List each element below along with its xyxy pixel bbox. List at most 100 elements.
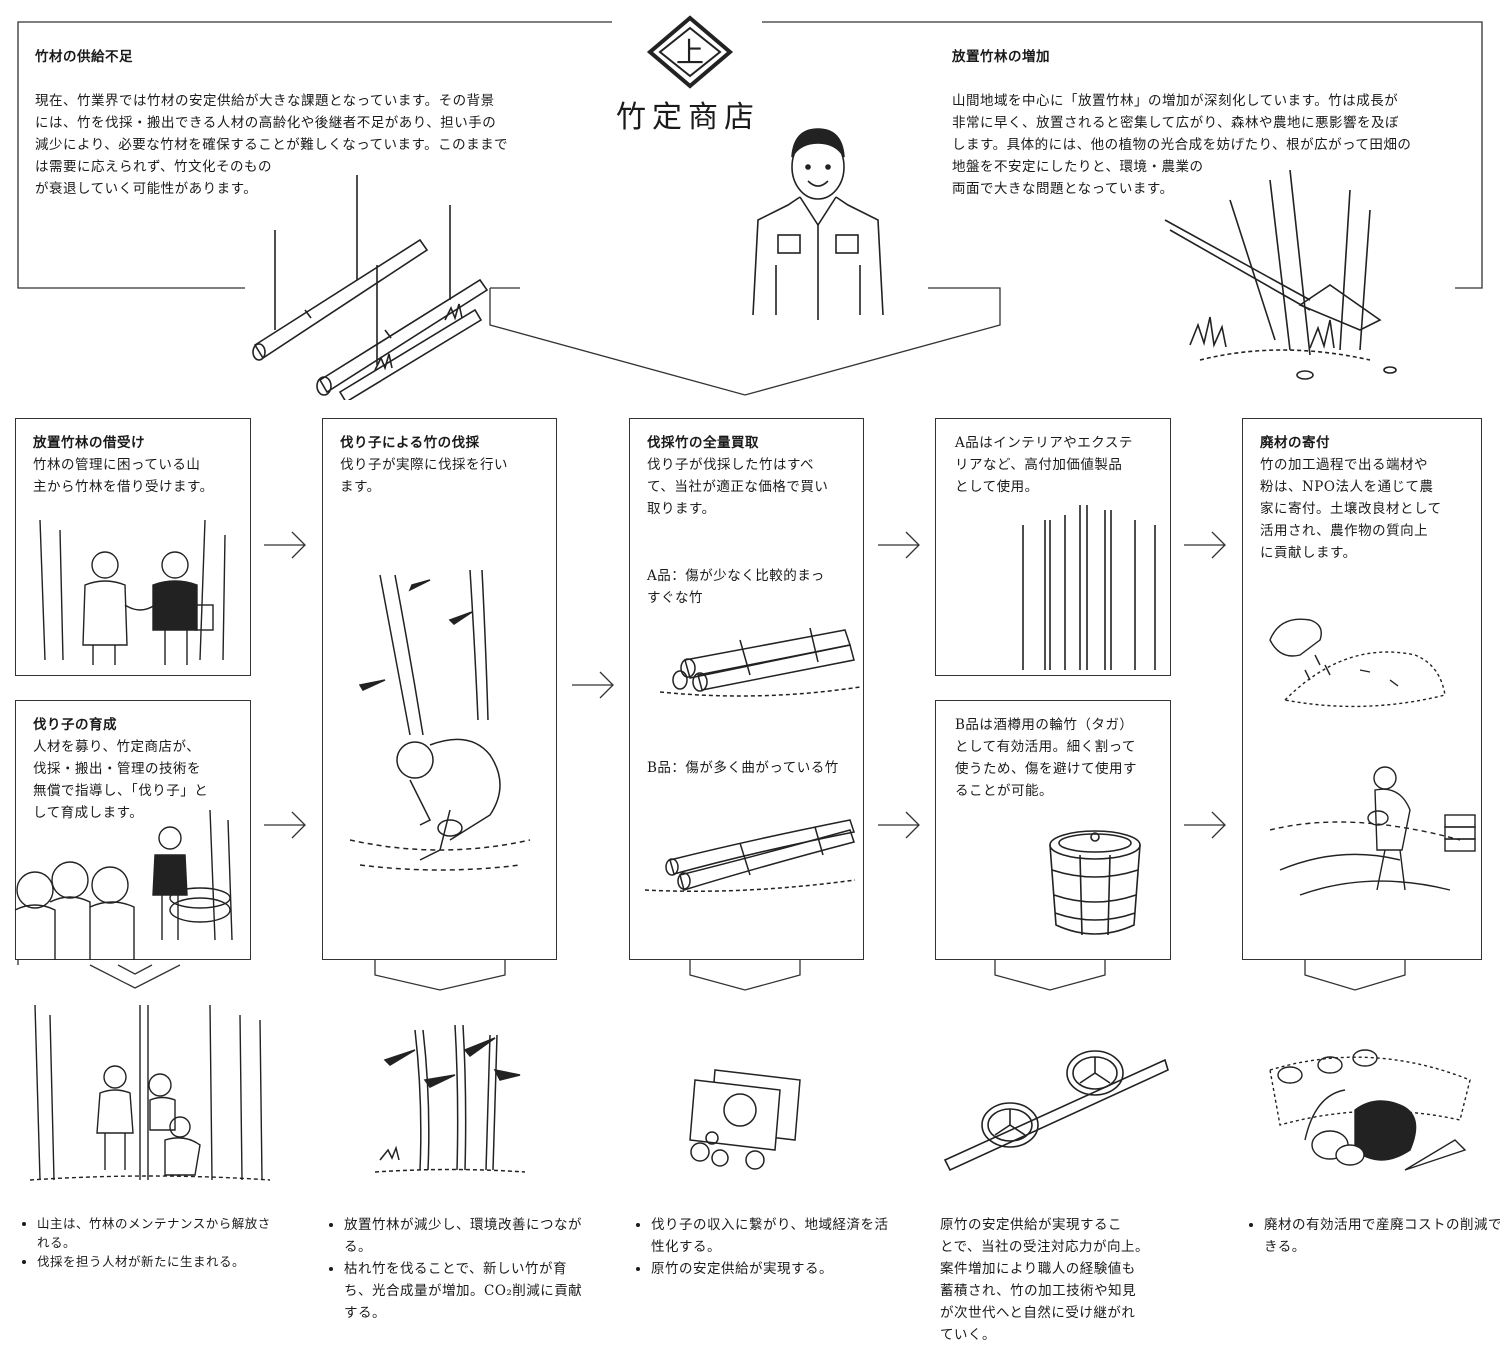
col5-line-2: 粉は、NPO法人を通じて農 bbox=[1260, 479, 1434, 495]
col4-boxB-text: B品は酒樽用の輪竹（タガ） として有効活用。細く割って 使うため、傷を避けて使用… bbox=[955, 714, 1170, 802]
col5-down-arrow bbox=[1304, 960, 1406, 991]
sawdust-hand-illustration bbox=[1260, 610, 1460, 720]
col3-gradeA-line-1: A品：傷が少なく比較的まっ bbox=[647, 568, 825, 584]
col5-title: 廃材の寄付 bbox=[1260, 435, 1330, 451]
col5-line-5: に貢献します。 bbox=[1260, 545, 1357, 561]
col1-outcomes: 山主は、竹林のメンテナンスから解放される。 伐採を担う人材が新たに生まれる。 bbox=[15, 1214, 277, 1271]
top-right-line-2: 非常に早く、放置されると密集して広がり、森林や農地に悪影響を及ぼ bbox=[952, 115, 1400, 131]
new-bamboo-growth-illustration bbox=[375, 1020, 525, 1180]
shop-owner-illustration bbox=[748, 125, 898, 325]
col1-box2-line-4: して育成します。 bbox=[33, 805, 144, 821]
col3-outcome-2: 原竹の安定供給が実現する。 bbox=[651, 1258, 894, 1280]
col4-boxA bbox=[935, 418, 1171, 676]
col1-outcome-2: 伐採を担う人材が新たに生まれる。 bbox=[37, 1252, 277, 1271]
top-right-text: 放置竹林の増加 山間地域を中心に「放置竹林」の増加が深刻化しています。竹は成長が… bbox=[952, 46, 1472, 200]
col1-outcome-1: 山主は、竹林のメンテナンスから解放される。 bbox=[37, 1214, 277, 1252]
col3-line-2: て、当社が適正な価格で買い bbox=[647, 479, 829, 495]
col5-outcomes: 廃材の有効活用で産廃コストの削減できる。 bbox=[1242, 1214, 1500, 1258]
arrow-right-icon bbox=[264, 531, 1226, 839]
col1-box2-line-3: 無償で指導し、「伐り子」と bbox=[33, 783, 209, 799]
col4-outcome-line-1: 原竹の安定供給が実現するこ bbox=[940, 1217, 1122, 1233]
col1-box1-text: 放置竹林の借受け 竹林の管理に困っている山 主から竹林を借り受けます。 bbox=[33, 432, 248, 498]
col4-boxA-line-3: として使用。 bbox=[955, 479, 1039, 495]
col1-box2-text: 伐り子の育成 人材を募り、竹定商店が、 伐採・搬出・管理の技術を 無償で指導し、… bbox=[33, 714, 248, 824]
col3-line-1: 伐り子が伐採した竹はすべ bbox=[647, 457, 815, 473]
top-left-line-3: 減少により、必要な竹材を確保することが難しくなっています。このままで bbox=[35, 137, 509, 153]
farmer-sowing-illustration bbox=[1260, 760, 1480, 910]
col3-outcomes: 伐り子の収入に繋がり、地域経済を活性化する。 原竹の安定供給が実現する。 bbox=[629, 1214, 894, 1280]
top-left-line-2: には、竹を伐採・搬出できる人材の高齢化や後継者不足があり、担い手の bbox=[35, 115, 497, 131]
col4-outcome-line-4: 蓄積され、竹の加工技術や知見 bbox=[940, 1283, 1137, 1299]
col3-outcome-1: 伐り子の収入に繋がり、地域経済を活性化する。 bbox=[651, 1214, 894, 1258]
curved-bamboo-bundle-illustration bbox=[640, 805, 860, 895]
top-right-line-1: 山間地域を中心に「放置竹林」の増加が深刻化しています。竹は成長が bbox=[952, 93, 1399, 109]
col3-title: 伐採竹の全量買取 bbox=[647, 435, 759, 451]
money-illustration bbox=[680, 1060, 810, 1170]
col5-line-3: 家に寄付。土壌改良材として bbox=[1260, 501, 1442, 517]
col1-box2-line-2: 伐採・搬出・管理の技術を bbox=[33, 761, 201, 777]
logo-mark: 上 bbox=[646, 15, 734, 89]
col4-boxB-line-1: B品は酒樽用の輪竹（タガ） bbox=[955, 717, 1134, 733]
col2-box bbox=[322, 418, 557, 960]
col1-box2-line-1: 人材を募り、竹定商店が、 bbox=[33, 739, 201, 755]
bamboo-poles-illustration bbox=[1015, 505, 1165, 675]
col1-box1-line-2: 主から竹林を借り受けます。 bbox=[33, 479, 214, 495]
top-left-line-4: は需要に応えられず、竹文化そのもの bbox=[35, 159, 273, 175]
col3-gradeA: A品：傷が少なく比較的まっ すぐな竹 bbox=[647, 565, 862, 609]
col4-outcome: 原竹の安定供給が実現するこ とで、当社の受注対応力が向上。 案件増加により職人の… bbox=[940, 1214, 1180, 1346]
col2-outcomes: 放置竹林が減少し、環境改善につながる。 枯れ竹を伐ることで、新しい竹が育ち、光合… bbox=[322, 1214, 587, 1324]
col3-text: 伐採竹の全量買取 伐り子が伐採した竹はすべ て、当社が適正な価格で買い 取ります… bbox=[647, 432, 862, 520]
col4-boxB bbox=[935, 700, 1171, 960]
col5-text: 廃材の寄付 竹の加工過程で出る端材や 粉は、NPO法人を通じて農 家に寄付。土壌… bbox=[1260, 432, 1480, 564]
col1-box1 bbox=[15, 418, 251, 676]
top-frame-left bbox=[17, 21, 612, 289]
top-right-line-5: 両面で大きな問題となっています。 bbox=[952, 181, 1174, 197]
col4-outcome-line-2: とで、当社の受注対応力が向上。 bbox=[940, 1239, 1150, 1255]
col4-boxA-line-2: リアなど、高付加価値製品 bbox=[955, 457, 1123, 473]
col5-outcome-1: 廃材の有効活用で産廃コストの削減できる。 bbox=[1264, 1214, 1500, 1258]
col2-outcome-1: 放置竹林が減少し、環境改善につながる。 bbox=[344, 1214, 587, 1258]
handshake-illustration bbox=[25, 520, 245, 670]
col3-line-3: 取ります。 bbox=[647, 501, 716, 517]
barrel-hoops-illustration bbox=[940, 1035, 1170, 1175]
col5-line-4: 活用され、農作物の質向上 bbox=[1260, 523, 1429, 539]
logo-mark-char: 上 bbox=[676, 36, 704, 69]
logo: 上 bbox=[630, 12, 750, 142]
top-left-line-5: が衰退していく可能性があります。 bbox=[35, 181, 258, 197]
cutting-bamboo-illustration bbox=[340, 570, 540, 880]
col2-line-2: ます。 bbox=[340, 479, 381, 495]
top-right-line-4: 地盤を不安定にしたりと、環境・農業の bbox=[952, 159, 1204, 175]
col2-title: 伐り子による竹の伐採 bbox=[340, 435, 480, 451]
col3-gradeB: B品：傷が多く曲がっている竹 bbox=[647, 757, 862, 779]
col2-line-1: 伐り子が実際に伐採を行い bbox=[340, 457, 508, 473]
col3-gradeB-line-1: B品：傷が多く曲がっている竹 bbox=[647, 760, 839, 776]
col3-gradeA-line-2: すぐな竹 bbox=[647, 590, 703, 606]
top-funnel bbox=[489, 287, 1001, 396]
top-frame-right bbox=[762, 21, 1483, 289]
col4-boxB-line-3: 使うため、傷を避けて使用す bbox=[955, 761, 1137, 777]
col5-line-1: 竹の加工過程で出る端材や bbox=[1260, 457, 1428, 473]
col4-outcome-line-5: が次世代へと自然に受け継がれ bbox=[940, 1305, 1136, 1321]
sake-barrel-illustration bbox=[1040, 825, 1150, 945]
cut-bamboo-illustration bbox=[245, 170, 495, 400]
brand-name: 竹定商店 bbox=[616, 100, 760, 135]
col4-boxB-line-2: として有効活用。細く割って bbox=[955, 739, 1136, 755]
top-left-line-1: 現在、竹業界では竹材の安定供給が大きな課題となっています。その背景 bbox=[35, 93, 495, 109]
col3-box bbox=[629, 418, 864, 960]
col1-box1-title: 放置竹林の借受け bbox=[33, 435, 145, 451]
top-right-line-3: します。具体的には、他の植物の光合成を妨げたり、根が広がって田畑の bbox=[952, 137, 1412, 153]
top-left-text: 竹材の供給不足 現在、竹業界では竹材の安定供給が大きな課題となっています。その背… bbox=[35, 46, 575, 200]
training-illustration bbox=[10, 810, 250, 960]
forest-maintenance-illustration bbox=[30, 1005, 270, 1185]
col4-down-arrow bbox=[994, 960, 1106, 991]
overgrown-bamboo-illustration bbox=[1160, 170, 1410, 390]
top-right-title: 放置竹林の増加 bbox=[952, 49, 1050, 65]
vegetables-illustration bbox=[1255, 1030, 1475, 1190]
col4-boxA-line-1: A品はインテリアやエクステ bbox=[955, 435, 1133, 451]
col1-box2-title: 伐り子の育成 bbox=[33, 717, 117, 733]
straight-bamboo-bundle-illustration bbox=[660, 620, 860, 700]
col4-outcome-line-3: 案件増加により職人の経験値も bbox=[940, 1261, 1136, 1277]
col2-text: 伐り子による竹の伐採 伐り子が実際に伐採を行い ます。 bbox=[340, 432, 555, 498]
col1-box1-line-1: 竹林の管理に困っている山 bbox=[33, 457, 201, 473]
